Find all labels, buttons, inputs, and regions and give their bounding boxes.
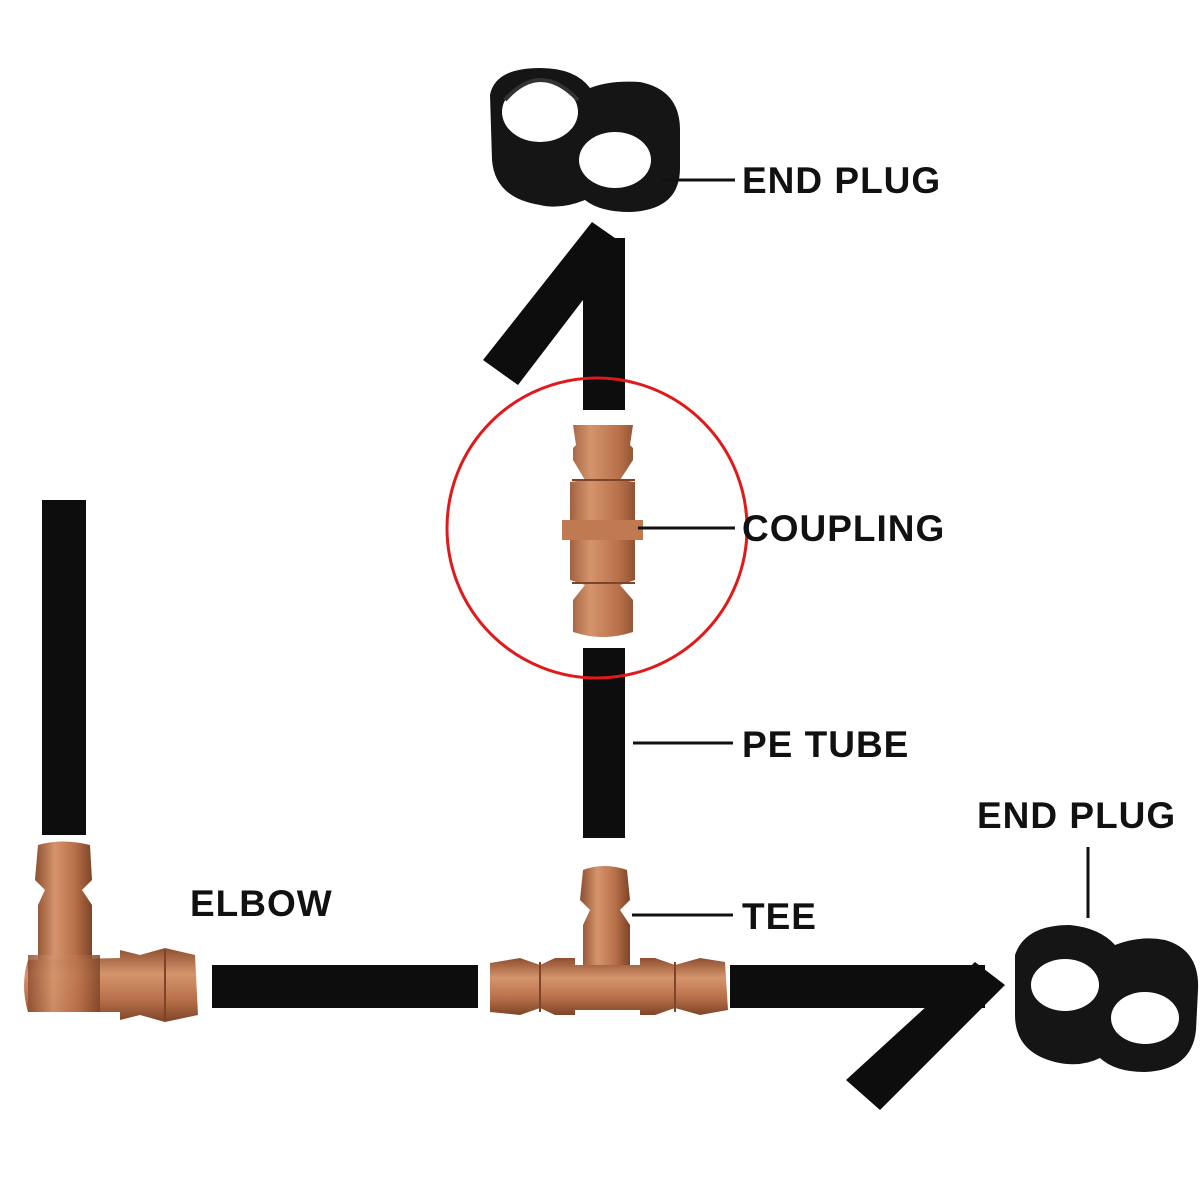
end-plug-top-icon xyxy=(490,68,680,212)
label-coupling: COUPLING xyxy=(742,508,945,549)
tube-center-lower xyxy=(583,648,625,838)
tube-bottom-left xyxy=(212,965,478,1008)
tube-center-bend-diagonal xyxy=(483,222,625,385)
label-end-plug-right: END PLUG xyxy=(977,795,1176,836)
label-pe-tube: PE TUBE xyxy=(742,724,909,765)
tube-center-upper xyxy=(583,378,625,410)
leader-lines xyxy=(632,178,1090,918)
pe-tubes xyxy=(42,222,1005,1110)
label-end-plug-top: END PLUG xyxy=(742,160,941,201)
tube-bottom-right-diagonal xyxy=(846,962,1005,1110)
label-elbow: ELBOW xyxy=(190,883,333,924)
tube-left-vertical xyxy=(42,500,86,835)
elbow-icon xyxy=(24,841,198,1022)
end-plug-right-icon xyxy=(1015,925,1199,1072)
coupling-highlight-circle xyxy=(445,376,749,680)
tee-icon xyxy=(490,866,728,1015)
label-tee: TEE xyxy=(742,896,817,937)
coupling-icon xyxy=(562,425,643,637)
